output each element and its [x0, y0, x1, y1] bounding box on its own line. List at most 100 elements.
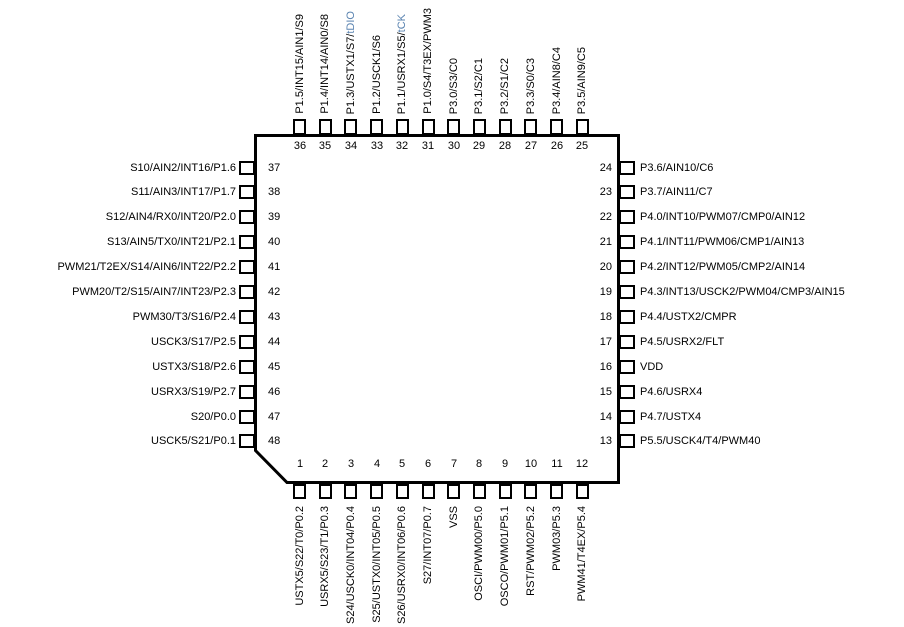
pin-label-highlight: tDIO: [345, 10, 357, 34]
pin-label-text: P1.0/S4/T3EX/PWM3: [422, 8, 434, 114]
pin-number: 14: [599, 411, 612, 423]
pin-number: 40: [268, 236, 281, 248]
pin-label: P4.3/INT13/USCK2/PWM04/CMP3/AIN15: [640, 285, 845, 299]
pin-label-text: P4.4/USTX2/CMPR: [640, 311, 737, 323]
pin-label-text: P5.5/USCK4/T4/PWM40: [640, 435, 761, 447]
pin-pad: [239, 210, 255, 224]
pin-label-text: RST/PWM02/P5.2: [525, 506, 537, 596]
pin-pad: [344, 119, 357, 135]
pin-number: 45: [268, 361, 281, 373]
pin-label-text: P1.2/USCK1/S6: [371, 35, 383, 114]
pin-number: 25: [575, 140, 589, 152]
pin-number: 46: [268, 386, 281, 398]
pin-label-text: P4.7/USTX4: [640, 411, 702, 423]
pin-number: 32: [395, 140, 409, 152]
pin-pad: [619, 185, 635, 199]
pin-number: 12: [575, 458, 589, 470]
pin-pad: [619, 360, 635, 374]
pin-label: P5.5/USCK4/T4/PWM40: [640, 434, 760, 448]
pin-number: 15: [599, 386, 612, 398]
pin-label: OSCO/PWM01/P5.1: [498, 506, 512, 606]
pin-number: 28: [498, 140, 512, 152]
pin-label-text: USTX3/S18/P2.6: [152, 361, 236, 373]
pin-label-text: VSS: [448, 506, 460, 529]
pin-pad: [293, 119, 306, 135]
pin-label: P4.5/USRX2/FLT: [640, 335, 724, 349]
pin-label-text: S24/USCK0/INT04/P0.4: [345, 506, 357, 625]
pin-label-text: P3.5/AIN9/C5: [576, 46, 588, 114]
pin-label: S11/AIN3/INT17/P1.7: [131, 185, 236, 199]
pin-label: P4.6/USRX4: [640, 385, 702, 399]
pin-label-text: P1.1/USRX1/S5/: [396, 32, 408, 114]
pin-label: P1.2/USCK1/S6: [370, 35, 384, 114]
pin-label: P1.0/S4/T3EX/PWM3: [421, 8, 435, 114]
pin-pad: [619, 310, 635, 324]
pin-label-text: P3.3/S0/C3: [525, 57, 537, 114]
pin-label-text: PWM41/T4EX/P5.4: [576, 506, 588, 602]
pin-number: 7: [450, 458, 458, 470]
pin-label: P1.5/INT15/AIN1/S9: [293, 14, 307, 114]
pin-label-text: USCK3/S17/P2.5: [151, 336, 236, 348]
pin-label: P3.3/S0/C3: [524, 58, 538, 114]
pin-label: USRX5/S23/T1/P0.3: [318, 506, 332, 607]
pin-label-text: P4.1/INT11/PWM06/CMP1/AIN13: [640, 236, 805, 248]
pin-label: VSS: [447, 506, 461, 528]
pin-label-text: USCK5/S21/P0.1: [151, 435, 236, 447]
pin-pad: [576, 484, 589, 499]
pin-number: 6: [424, 458, 432, 470]
pin-number: 10: [524, 458, 538, 470]
pin-pad: [619, 285, 635, 299]
pin-label: S10/AIN2/INT16/P1.6: [130, 161, 236, 175]
pin-label-text: PWM30/T3/S16/P2.4: [132, 311, 236, 323]
pin-number: 33: [370, 140, 384, 152]
pin-label: USTX5/S22/T0/P0.2: [293, 506, 307, 606]
pin-label: OSCI/PWM00/P5.0: [472, 506, 486, 601]
pin-pad: [422, 119, 435, 135]
pin-label: USCK3/S17/P2.5: [151, 335, 236, 349]
pin-pad: [239, 260, 255, 274]
pin-label: RST/PWM02/P5.2: [524, 506, 538, 596]
pin-label: USRX3/S19/P2.7: [151, 385, 236, 399]
pin-number: 38: [268, 186, 281, 198]
pin-pad: [619, 434, 635, 448]
pin-label-text: P4.2/INT12/PWM05/CMP2/AIN14: [640, 261, 806, 273]
pin-label: P1.4/INT14/AIN0/S8: [318, 14, 332, 114]
pin-pad: [396, 119, 409, 135]
pin-pad: [319, 119, 332, 135]
pin-pad: [396, 484, 409, 499]
pin-label: P4.7/USTX4: [640, 410, 701, 424]
pin-pad: [619, 335, 635, 349]
pin-label-text: P3.0/S3/C0: [448, 57, 460, 114]
pin-number: 48: [268, 435, 281, 447]
pin-label: S26/USRX0/INT06/P0.6: [395, 506, 409, 624]
pin-label: P3.1/S2/C1: [472, 58, 486, 114]
pin-pad: [293, 484, 306, 499]
pin-number: 37: [268, 162, 281, 174]
pin-pad: [619, 260, 635, 274]
pin-number: 20: [599, 261, 612, 273]
pin-label: P3.6/AIN10/C6: [640, 161, 713, 175]
pin-label-text: P3.2/S1/C2: [499, 57, 511, 114]
pin-pad: [524, 484, 537, 499]
pin-number: 11: [551, 458, 563, 470]
pin-pad: [239, 285, 255, 299]
pin-pad: [239, 434, 255, 448]
pin-label: PWM03/P5.3: [550, 506, 564, 571]
pin-label-text: P1.4/INT14/AIN0/S8: [319, 14, 331, 114]
pin-number: 13: [599, 435, 612, 447]
pin-number: 27: [524, 140, 538, 152]
pin-pad: [447, 484, 460, 499]
pin-pad: [473, 484, 486, 499]
pin-label: PWM20/T2/S15/AIN7/INT23/P2.3: [72, 285, 236, 299]
pin-label-text: PWM21/T2EX/S14/AIN6/INT22/P2.2: [57, 261, 236, 273]
pin-pad: [550, 484, 563, 499]
pin-label-text: USRX5/S23/T1/P0.3: [319, 506, 331, 607]
pin-label: PWM21/T2EX/S14/AIN6/INT22/P2.2: [57, 260, 236, 274]
pin-label-text: USRX3/S19/P2.7: [151, 386, 236, 398]
pin-number: 30: [447, 140, 461, 152]
pin-label: P3.4/AIN8/C4: [550, 47, 564, 114]
pin-number: 3: [347, 458, 355, 470]
pin-pad: [239, 335, 255, 349]
pin-number: 22: [599, 211, 612, 223]
